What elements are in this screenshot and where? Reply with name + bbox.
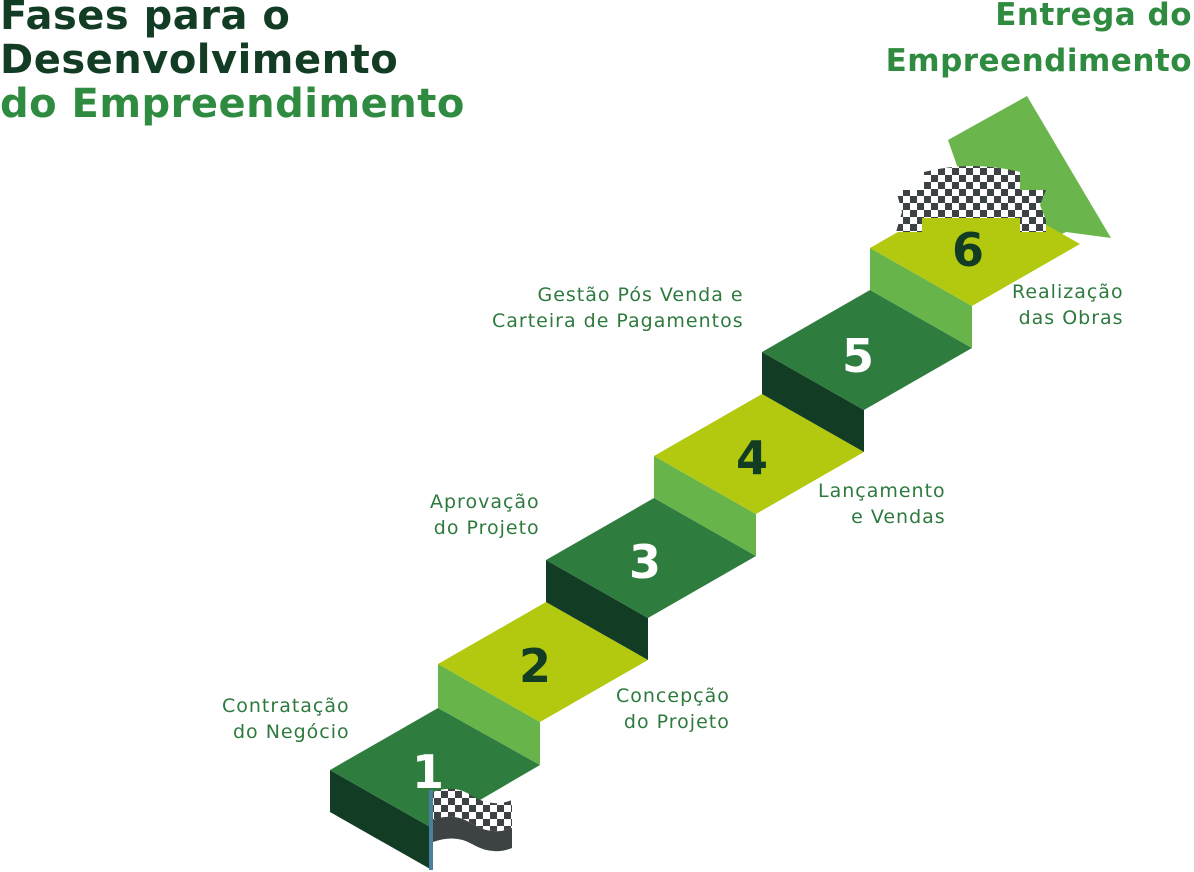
step-5-label-line-1: Gestão Pós Venda e — [537, 284, 744, 306]
step-2-label-line-2: do Projeto — [623, 711, 730, 733]
step-6-label: Realização das Obras — [1012, 279, 1124, 331]
finish-title: Entrega do Empreendimento — [886, 0, 1192, 84]
title-line-1: Fases para o — [0, 0, 291, 39]
step-4-label: Lançamento e Vendas — [818, 478, 946, 530]
finish-banner-icon — [896, 166, 1046, 232]
step-1-label-line-1: Contratação — [222, 695, 350, 717]
start-flag-icon — [429, 788, 512, 870]
step-3-label-line-1: Aprovação — [430, 491, 540, 513]
step-4-label-line-1: Lançamento — [818, 480, 946, 502]
step-5-number: 5 — [842, 329, 874, 383]
step-5 — [762, 290, 972, 452]
step-3-label-line-2: do Projeto — [433, 517, 540, 539]
step-2 — [438, 602, 648, 765]
title-line-2: Desenvolvimento — [0, 37, 399, 83]
step-1 — [330, 708, 540, 870]
finish-title-line-2: Empreendimento — [885, 43, 1192, 79]
step-1-label: Contratação do Negócio — [222, 693, 350, 745]
title-line-3: do Empreendimento — [0, 81, 465, 127]
step-1-label-line-2: do Negócio — [232, 721, 350, 743]
step-4-label-line-2: e Vendas — [851, 506, 946, 528]
page-title: Fases para o Desenvolvimento do Empreend… — [0, 0, 465, 126]
step-3-label: Aprovação do Projeto — [430, 489, 540, 541]
step-4 — [654, 394, 864, 556]
step-6-label-line-1: Realização — [1012, 281, 1124, 303]
step-6-label-line-2: das Obras — [1018, 307, 1124, 329]
step-3 — [546, 498, 756, 660]
finish-title-line-1: Entrega do — [995, 0, 1192, 33]
step-1-number: 1 — [412, 745, 444, 799]
step-4-number: 4 — [736, 431, 768, 485]
step-5-label-line-2: Carteira de Pagamentos — [492, 310, 744, 332]
step-2-number: 2 — [519, 639, 551, 693]
step-3-number: 3 — [629, 535, 661, 589]
step-2-label-line-1: Concepção — [616, 685, 730, 707]
step-2-label: Concepção do Projeto — [616, 683, 730, 735]
step-5-label: Gestão Pós Venda e Carteira de Pagamento… — [492, 282, 744, 334]
step-6-number: 6 — [952, 223, 984, 277]
